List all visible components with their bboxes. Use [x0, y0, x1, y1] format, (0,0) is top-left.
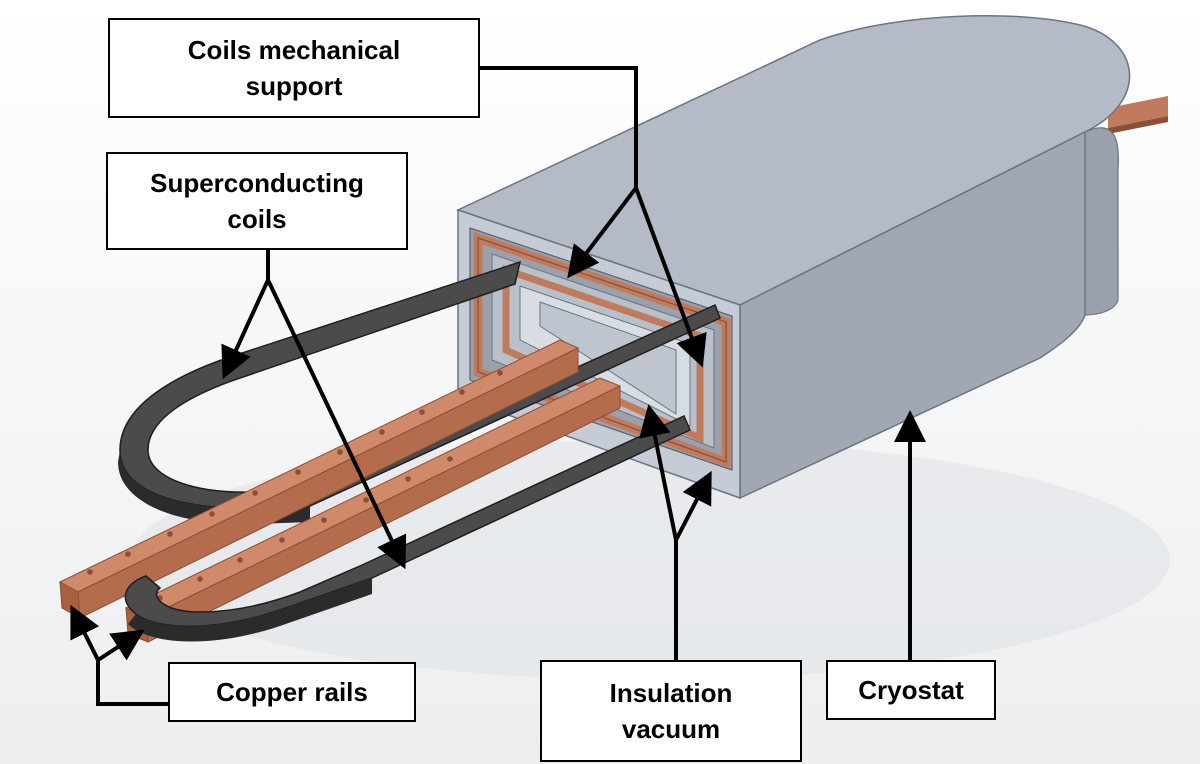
arrow-vacuum-a: [639, 404, 678, 542]
label-insulation-line2: vacuum: [621, 714, 721, 744]
arrow-support-a: [567, 186, 638, 279]
arrow-coils-b: [266, 278, 407, 570]
label-insulation-line1: Insulation: [609, 678, 733, 708]
arrow-support-b: [634, 186, 707, 368]
arrow-vacuum-b: [674, 470, 712, 542]
label-superconducting-coils: Superconducting coils: [106, 152, 408, 250]
arrows: [70, 66, 926, 706]
copper-rail-holes: [87, 370, 503, 601]
label-insulation-vacuum: Insulation vacuum: [540, 660, 802, 762]
label-cryostat-text: Cryostat: [858, 675, 964, 705]
label-coils-support-line2: support: [245, 71, 343, 101]
superconducting-coil-upper: [118, 260, 721, 525]
copper-rail-left: [58, 339, 580, 619]
label-sc-coils-line2: coils: [227, 204, 287, 234]
label-coils-support-line1: Coils mechanical: [187, 35, 401, 65]
arrow-coils-a: [221, 278, 270, 380]
rear-copper-stub: [1108, 96, 1168, 134]
label-copper-rails-text: Copper rails: [216, 677, 368, 707]
arrow-support-leader: [478, 66, 638, 190]
label-cryostat: Cryostat: [826, 660, 996, 720]
arrow-rails-leader: [96, 658, 170, 706]
label-sc-coils-line1: Superconducting: [150, 168, 364, 198]
label-coils-mechanical-support: Coils mechanical support: [108, 18, 480, 118]
superconducting-coil-lower: [124, 414, 691, 642]
arrow-rails-a: [70, 604, 100, 662]
arrow-rails-b: [96, 629, 145, 662]
label-copper-rails: Copper rails: [168, 662, 416, 722]
